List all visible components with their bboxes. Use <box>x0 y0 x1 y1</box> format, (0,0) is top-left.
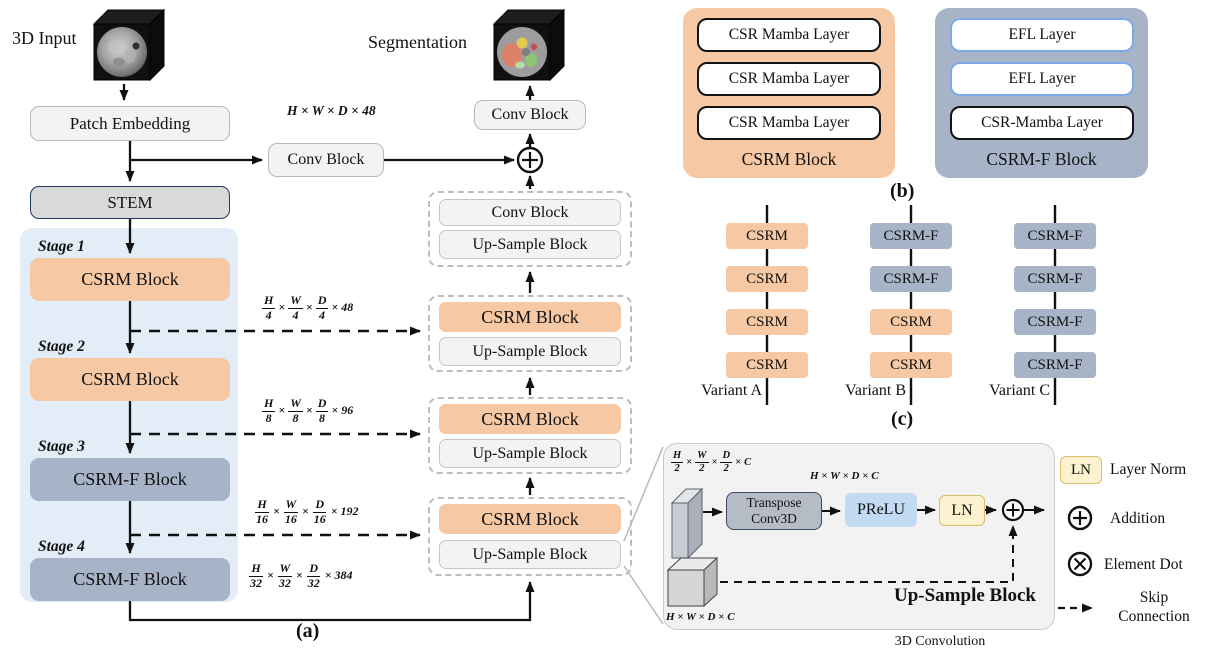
feature-slab-icon <box>670 487 704 560</box>
segmentation-volume-icon <box>492 8 566 82</box>
stage-1-csrm-block: CSRM Block <box>30 258 230 301</box>
decoder-group-2-upsample-block: Up-Sample Block <box>439 337 621 366</box>
upsample-detail-title: Up-Sample Block <box>894 585 1036 606</box>
stem-block: STEM <box>30 186 230 219</box>
variant-c-block-2: CSRM-F <box>1014 266 1096 292</box>
variant-b-block-3: CSRM <box>870 309 952 335</box>
decoder-top-conv-block: Conv Block <box>474 100 586 130</box>
stage-4-label: Stage 4 <box>38 538 85 555</box>
variant-c-label: Variant C <box>989 382 1050 399</box>
variant-a-block-1: CSRM <box>726 223 808 249</box>
stage-1-label: Stage 1 <box>38 238 85 255</box>
decoder-group-4-upsample-block: Up-Sample Block <box>439 540 621 569</box>
decoder-group-4-csrm-block: CSRM Block <box>439 504 621 534</box>
stage-2-label: Stage 2 <box>38 338 85 355</box>
decoder-group-1-conv-block: Conv Block <box>439 199 621 226</box>
upsample-detail-caption: 3D Convolution <box>894 634 986 649</box>
addition-circle-main <box>516 146 544 174</box>
legend-element-dot-icon <box>1067 551 1093 577</box>
csr-mamba-layer-f: CSR-Mamba Layer <box>950 106 1134 140</box>
upsample-dim-mid-label: H × W × D × C <box>810 470 879 482</box>
csr-mamba-layer-1: CSR Mamba Layer <box>697 18 881 52</box>
stage-2-csrm-block: CSRM Block <box>30 358 230 401</box>
variant-c-block-1: CSRM-F <box>1014 223 1096 249</box>
dim-label-full: H × W × D × 48 <box>287 103 376 118</box>
legend-skip-connection-label: Skip Connection <box>1118 589 1190 625</box>
decoder-group-2: CSRM Block Up-Sample Block <box>428 295 632 372</box>
caption-c: (c) <box>891 408 914 430</box>
variant-b-label: Variant B <box>845 382 906 399</box>
feature-cube-icon <box>666 556 719 608</box>
variant-c-block-4: CSRM-F <box>1014 352 1096 378</box>
caption-b: (b) <box>890 180 915 202</box>
decoder-group-3-csrm-block: CSRM Block <box>439 404 621 434</box>
variant-b-block-4: CSRM <box>870 352 952 378</box>
decoder-group-1-upsample-block: Up-Sample Block <box>439 230 621 259</box>
decoder-group-2-csrm-block: CSRM Block <box>439 302 621 332</box>
variant-c-block-3: CSRM-F <box>1014 309 1096 335</box>
variant-a-block-4: CSRM <box>726 352 808 378</box>
legend-addition-label: Addition <box>1110 510 1166 527</box>
input-label: 3D Input <box>12 28 77 48</box>
stage-3-csrmf-block: CSRM-F Block <box>30 458 230 501</box>
variant-a-label: Variant A <box>701 382 762 399</box>
legend-element-dot-label: Element Dot <box>1104 556 1183 573</box>
variant-a-block-2: CSRM <box>726 266 808 292</box>
efl-layer-1: EFL Layer <box>950 18 1134 52</box>
decoder-group-4: CSRM Block Up-Sample Block <box>428 497 632 576</box>
csr-mamba-layer-2: CSR Mamba Layer <box>697 62 881 96</box>
legend-addition-icon <box>1067 505 1093 531</box>
caption-a: (a) <box>296 620 320 642</box>
upsample-dim-skip-label: H × W × D × C <box>666 611 735 623</box>
prelu-block: PReLU <box>845 493 917 527</box>
decoder-group-1: Conv Block Up-Sample Block <box>428 191 632 267</box>
layer-norm-block: LN <box>939 495 985 526</box>
stage-3-label: Stage 3 <box>38 438 85 455</box>
csrm-block-detail-label: CSRM Block <box>741 149 837 169</box>
efl-layer-2: EFL Layer <box>950 62 1134 96</box>
legend-ln-icon: LN <box>1060 456 1102 484</box>
variant-b-block-1: CSRM-F <box>870 223 952 249</box>
transpose-conv3d-block: Transpose Conv3D <box>726 492 822 530</box>
encoder-conv-block: Conv Block <box>268 143 384 177</box>
variant-b-block-2: CSRM-F <box>870 266 952 292</box>
input-volume-icon <box>92 8 166 82</box>
decoder-group-3: CSRM Block Up-Sample Block <box>428 397 632 474</box>
patch-embedding-block: Patch Embedding <box>30 106 230 141</box>
csrmf-block-detail-label: CSRM-F Block <box>986 149 1097 169</box>
csr-mamba-layer-3: CSR Mamba Layer <box>697 106 881 140</box>
decoder-group-3-upsample-block: Up-Sample Block <box>439 439 621 468</box>
variant-a-block-3: CSRM <box>726 309 808 335</box>
segmentation-label: Segmentation <box>368 32 467 52</box>
legend-layer-norm-label: Layer Norm <box>1110 461 1187 478</box>
stage-4-csrmf-block: CSRM-F Block <box>30 558 230 601</box>
